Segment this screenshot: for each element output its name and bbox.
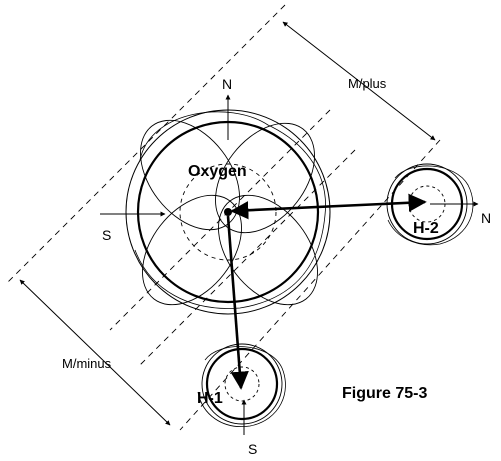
orbital-lobe bbox=[142, 194, 242, 306]
m-minus-arrow bbox=[19, 279, 171, 426]
bond-arrow-h1 bbox=[226, 215, 249, 390]
h2-label: H-2 bbox=[413, 220, 439, 237]
north-right-label: N bbox=[481, 210, 491, 226]
h1-orbital-wobble bbox=[197, 346, 286, 428]
h2-orbital-wobble bbox=[387, 165, 474, 246]
oxygen-label: Oxygen bbox=[188, 163, 247, 180]
south-bottom-label: S bbox=[248, 441, 257, 457]
figure-caption: Figure 75-3 bbox=[342, 385, 427, 402]
bond-arrow-h2 bbox=[230, 193, 427, 220]
north-top-label: N bbox=[222, 76, 232, 92]
h1-label: H-1 bbox=[197, 390, 223, 407]
m-plus-arrow bbox=[282, 21, 436, 141]
m-minus-label: M/minus bbox=[62, 356, 112, 371]
h1-outer-circle bbox=[201, 343, 283, 425]
m-plus-label: M/plus bbox=[348, 76, 387, 91]
south-left-label: S bbox=[102, 227, 111, 243]
oxygen-center-dot bbox=[224, 208, 232, 216]
h1-inner-circle bbox=[205, 347, 279, 421]
